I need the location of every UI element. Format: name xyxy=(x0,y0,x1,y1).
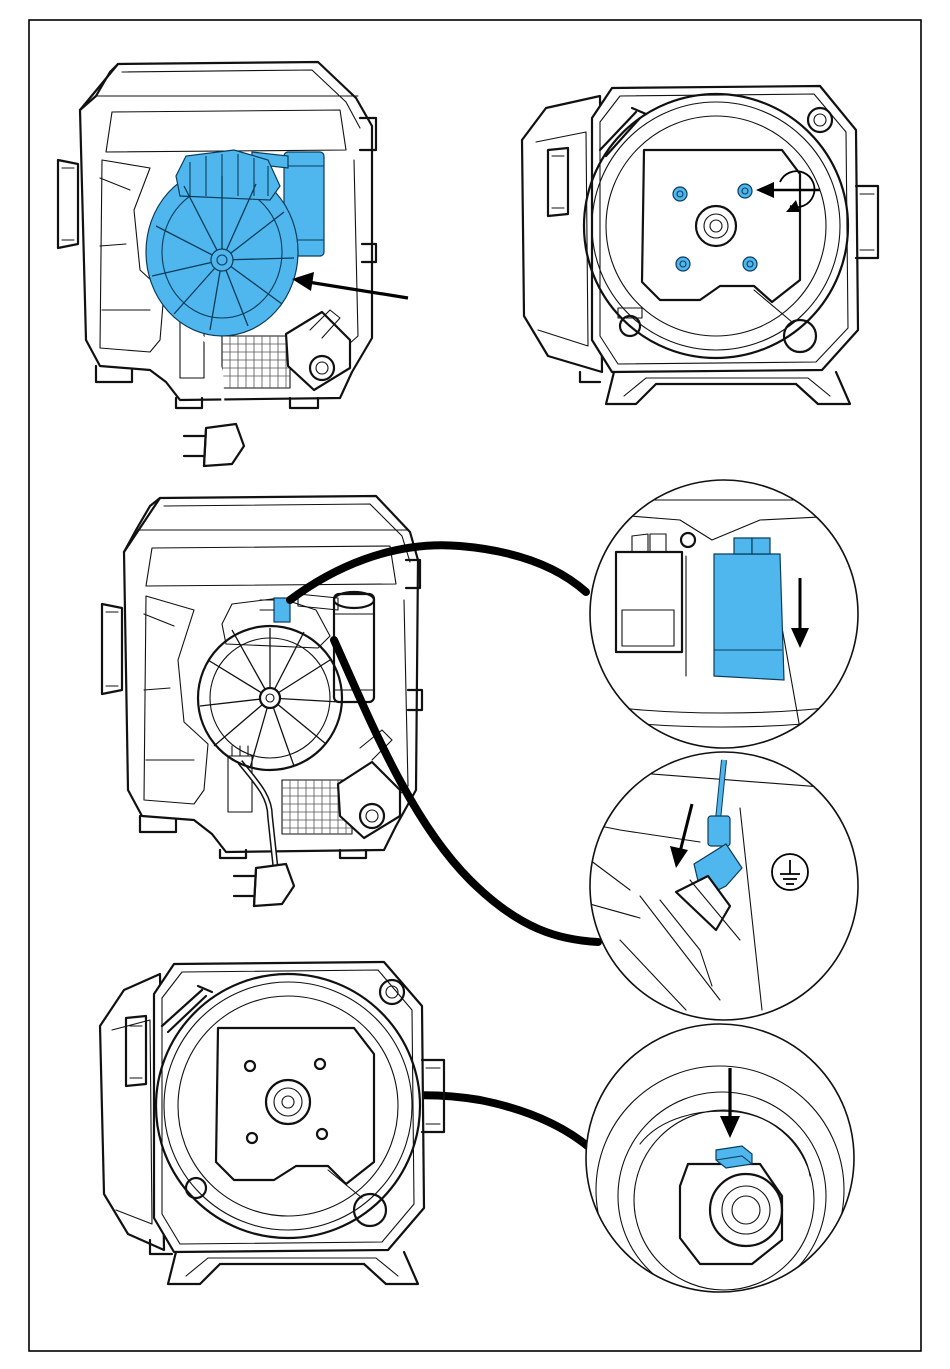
zoom-connector-pull xyxy=(580,480,880,748)
rear-housing-motor-highlighted xyxy=(58,62,408,466)
front-plate-screws-highlighted xyxy=(522,86,878,404)
zoom-ground-wire xyxy=(590,752,860,1020)
zoom-shaft-key xyxy=(586,1024,854,1314)
ground-symbol-icon xyxy=(772,854,808,890)
power-plug-icon xyxy=(234,864,294,906)
power-plug-icon xyxy=(184,424,244,466)
front-housing xyxy=(100,962,444,1284)
